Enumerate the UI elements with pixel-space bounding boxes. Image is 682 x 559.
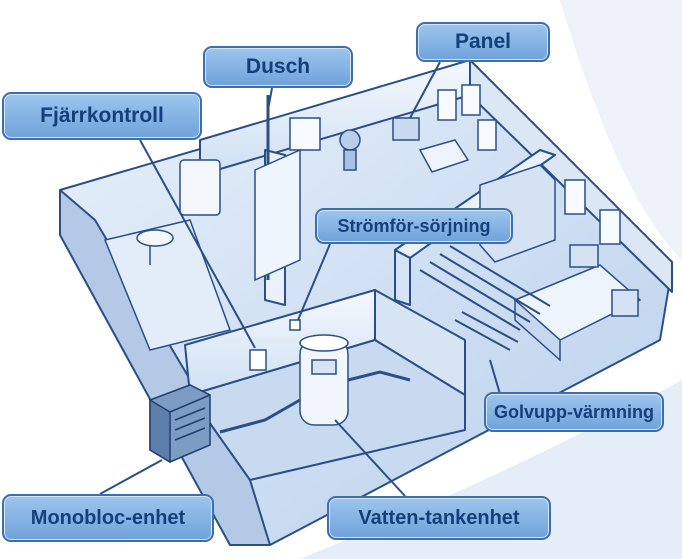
- label-vattentankenhet: Vatten-tankenhet: [327, 496, 551, 540]
- label-stromforsorjning: Strömför-sörjning: [315, 208, 513, 244]
- label-golvuppvarmning: Golvupp-värmning: [484, 392, 664, 432]
- label-dusch: Dusch: [203, 46, 353, 88]
- label-monobloc: Monobloc-enhet: [2, 494, 214, 542]
- label-fjarrkontroll: Fjärrkontroll: [2, 92, 202, 140]
- label-panel: Panel: [416, 22, 550, 62]
